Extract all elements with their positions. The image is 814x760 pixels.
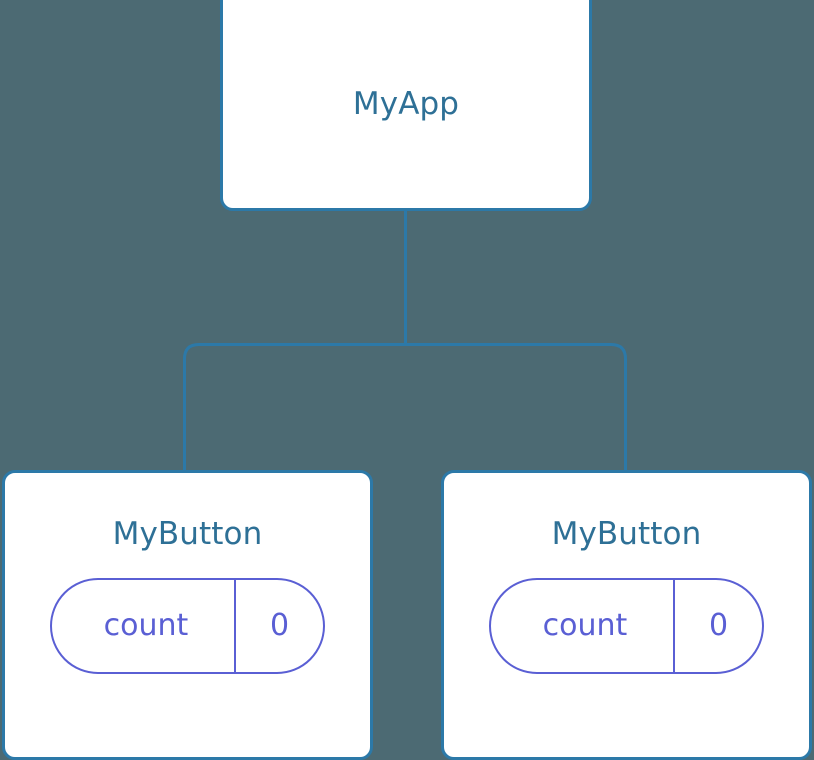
state-key: count (542, 608, 628, 643)
state-pill[interactable]: count 0 (50, 578, 325, 674)
state-key: count (103, 608, 189, 643)
connector-lines (183, 208, 627, 474)
node-title: MyButton (112, 516, 263, 552)
edge-to-child-0 (183, 343, 406, 474)
node-title: MyApp (352, 86, 460, 122)
edge-to-child-1 (405, 343, 627, 474)
node-mybutton-1[interactable]: MyButton count 0 (441, 470, 812, 760)
state-pill[interactable]: count 0 (489, 578, 764, 674)
state-value: 0 (708, 608, 729, 643)
node-mybutton-0[interactable]: MyButton count 0 (2, 470, 373, 760)
state-divider (234, 580, 236, 672)
state-divider (673, 580, 675, 672)
node-title: MyButton (551, 516, 702, 552)
state-value: 0 (269, 608, 290, 643)
node-myapp[interactable]: MyApp (220, 0, 592, 211)
